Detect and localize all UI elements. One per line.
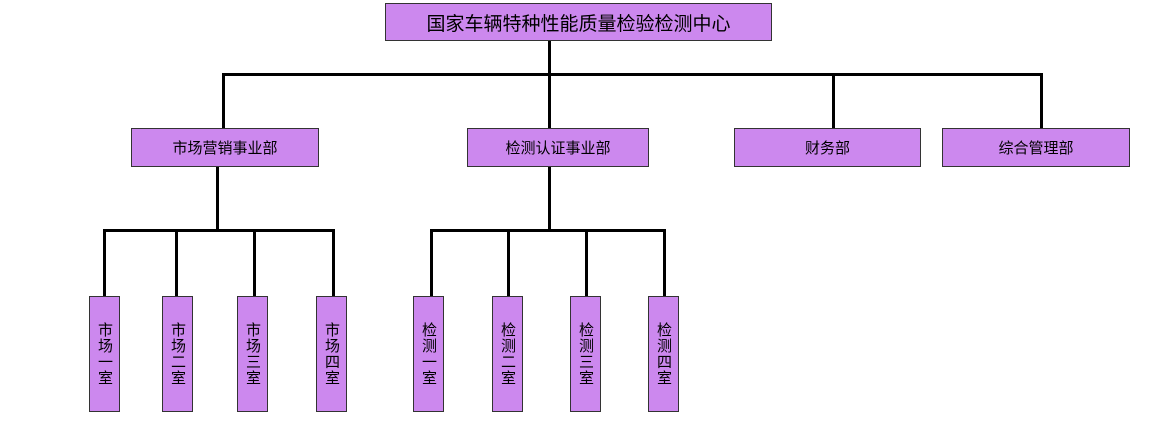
connector	[507, 229, 510, 297]
dept-general-management: 综合管理部	[942, 128, 1130, 167]
room-market-2: 市场二室	[162, 296, 193, 412]
connector	[175, 229, 178, 297]
room-label: 市场二室	[169, 322, 187, 386]
dept-marketing: 市场营销事业部	[131, 128, 319, 167]
connector	[103, 229, 335, 232]
room-label: 市场一室	[96, 322, 114, 386]
connector	[548, 73, 551, 129]
room-label: 市场三室	[244, 322, 262, 386]
room-test-1: 检测一室	[413, 296, 444, 412]
room-market-4: 市场四室	[316, 296, 347, 412]
dept-testing-certification: 检测认证事业部	[467, 128, 649, 167]
connector	[1040, 73, 1043, 129]
connector	[332, 229, 335, 297]
connector	[548, 166, 551, 231]
dept-label: 财务部	[804, 139, 850, 157]
connector	[585, 229, 588, 297]
connector	[222, 73, 1042, 76]
room-label: 检测二室	[499, 322, 517, 386]
dept-label: 检测认证事业部	[505, 139, 611, 157]
room-label: 市场四室	[323, 322, 341, 386]
dept-label: 市场营销事业部	[172, 139, 278, 157]
connector	[548, 40, 551, 75]
room-market-1: 市场一室	[89, 296, 120, 412]
room-test-3: 检测三室	[570, 296, 601, 412]
connector	[222, 73, 225, 129]
root-label: 国家车辆特种性能质量检验检测中心	[426, 12, 731, 35]
connector	[430, 229, 666, 232]
connector	[103, 229, 106, 297]
room-test-2: 检测二室	[492, 296, 523, 412]
connector	[663, 229, 666, 297]
connector	[430, 229, 433, 297]
room-label: 检测三室	[577, 322, 595, 386]
room-market-3: 市场三室	[237, 296, 268, 412]
room-test-4: 检测四室	[648, 296, 679, 412]
room-label: 检测一室	[420, 322, 438, 386]
dept-label: 综合管理部	[998, 139, 1074, 157]
root-node: 国家车辆特种性能质量检验检测中心	[385, 3, 772, 41]
connector	[253, 229, 256, 297]
connector	[216, 166, 219, 231]
connector	[832, 73, 835, 129]
room-label: 检测四室	[655, 322, 673, 386]
dept-finance: 财务部	[734, 128, 921, 167]
